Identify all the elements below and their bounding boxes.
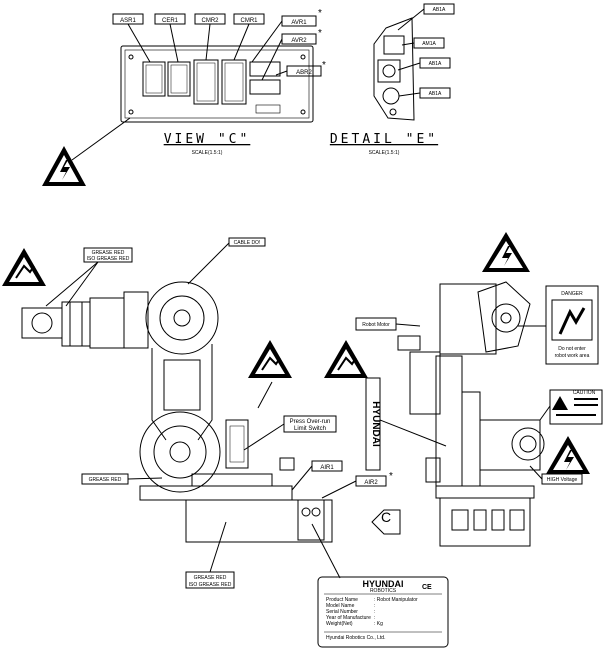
nameplate-brand: HYUNDAI (362, 579, 403, 589)
grease-bottom-1: GREASE RED (194, 575, 227, 581)
limit-switch-label: Limit Switch (294, 426, 326, 432)
warning-signs (2, 146, 598, 474)
field-product-name: Product Name (326, 597, 358, 603)
high-voltage-icon-3 (546, 436, 590, 474)
view-c-labels: ASR1 CER1 CMR2 CMR1 AVR1 AVR2 ABR2 * * *… (120, 8, 326, 156)
left-callouts (45, 237, 387, 589)
detail-e-labels: AB1A AM1A AB1A AB1A DETAIL "E" SCALE(1.5… (330, 7, 446, 156)
crush-hazard-icon (2, 248, 46, 286)
robot-left-view (21, 281, 333, 543)
label-ab1a-2: AB1A (429, 61, 442, 67)
over-run-label: Press Over-run (290, 419, 331, 425)
grease-mid: GREASE RED (89, 477, 122, 483)
robot-motor-label: Robot Motor (362, 322, 390, 328)
field-weight-value: : Kg (374, 621, 383, 627)
label-cmr1: CMR1 (240, 18, 258, 24)
asterisk-3: * (322, 60, 326, 71)
view-c-scale: SCALE(1.5:1) (192, 150, 223, 156)
nameplate-maker: Hyundai Robotics Co., Ltd. (326, 635, 385, 641)
nameplate: HYUNDAI ROBOTICS CE Product Name : Robot… (326, 579, 432, 641)
danger-text-2: robot work area (555, 353, 590, 359)
label-cmr2: CMR2 (201, 18, 219, 24)
air2-label: AIR2 (364, 480, 378, 486)
grease-bottom-2: ISO GREASE RED (189, 582, 232, 588)
label-asr1: ASR1 (120, 18, 136, 24)
detail-e (373, 3, 455, 121)
asterisk-4: * (389, 471, 393, 482)
label-abr2: ABR2 (296, 70, 312, 76)
label-am1a: AM1A (422, 41, 436, 47)
view-c-panel (71, 13, 322, 161)
grease-top-2: ISO GREASE RED (87, 256, 130, 262)
view-arrow (371, 509, 401, 535)
field-serial-value: : (374, 609, 375, 615)
air1-label: AIR1 (320, 465, 334, 471)
callout-labels: GREASE RED ISO GREASE RED CABLE DO! GREA… (87, 240, 596, 588)
caution-text: CAUTION (573, 390, 596, 396)
label-avr2: AVR2 (291, 38, 307, 44)
field-year-name: Year of Manufacture (326, 615, 371, 621)
view-c-title: VIEW "C" (164, 132, 251, 147)
label-ab1a-3: AB1A (429, 91, 442, 97)
asterisk-2: * (318, 28, 322, 39)
grease-top-1: GREASE RED (92, 250, 125, 256)
label-avr1: AVR1 (291, 20, 307, 26)
danger-title: DANGER (561, 291, 583, 297)
robot-right-view (355, 281, 603, 547)
crush-hazard-icon-3 (324, 340, 368, 378)
field-model-value: : (374, 603, 375, 609)
label-cer1: CER1 (162, 18, 179, 24)
danger-pictogram-icon (551, 299, 593, 341)
nameplate-ce: CE (422, 584, 432, 591)
high-voltage-right: HIGH Voltage (547, 477, 578, 483)
nameplate-frame (317, 576, 449, 648)
crush-hazard-icon-2 (248, 340, 292, 378)
view-arrow-letter: C (381, 509, 391, 525)
cable-top: CABLE DO! (234, 240, 261, 246)
field-serial-name: Serial Number (326, 609, 358, 615)
nameplate-sub: ROBOTICS (370, 588, 397, 594)
detail-e-scale: SCALE(1.5:1) (369, 150, 400, 156)
field-year-value: : (374, 615, 375, 621)
label-ab1a-1: AB1A (433, 7, 446, 13)
field-product-value: : Robot Manipulator (374, 597, 418, 603)
field-weight-name: Weight(Net) (326, 621, 353, 627)
asterisk-1: * (318, 8, 322, 19)
detail-e-title: DETAIL "E" (330, 132, 438, 147)
high-voltage-icon (42, 146, 86, 186)
caution-pictogram-icon (552, 396, 598, 416)
hyundai-vertical: HYUNDAI (370, 401, 381, 447)
field-model-name: Model Name (326, 603, 355, 609)
high-voltage-icon-2 (482, 232, 530, 272)
danger-text-1: Do not enter (558, 346, 586, 352)
